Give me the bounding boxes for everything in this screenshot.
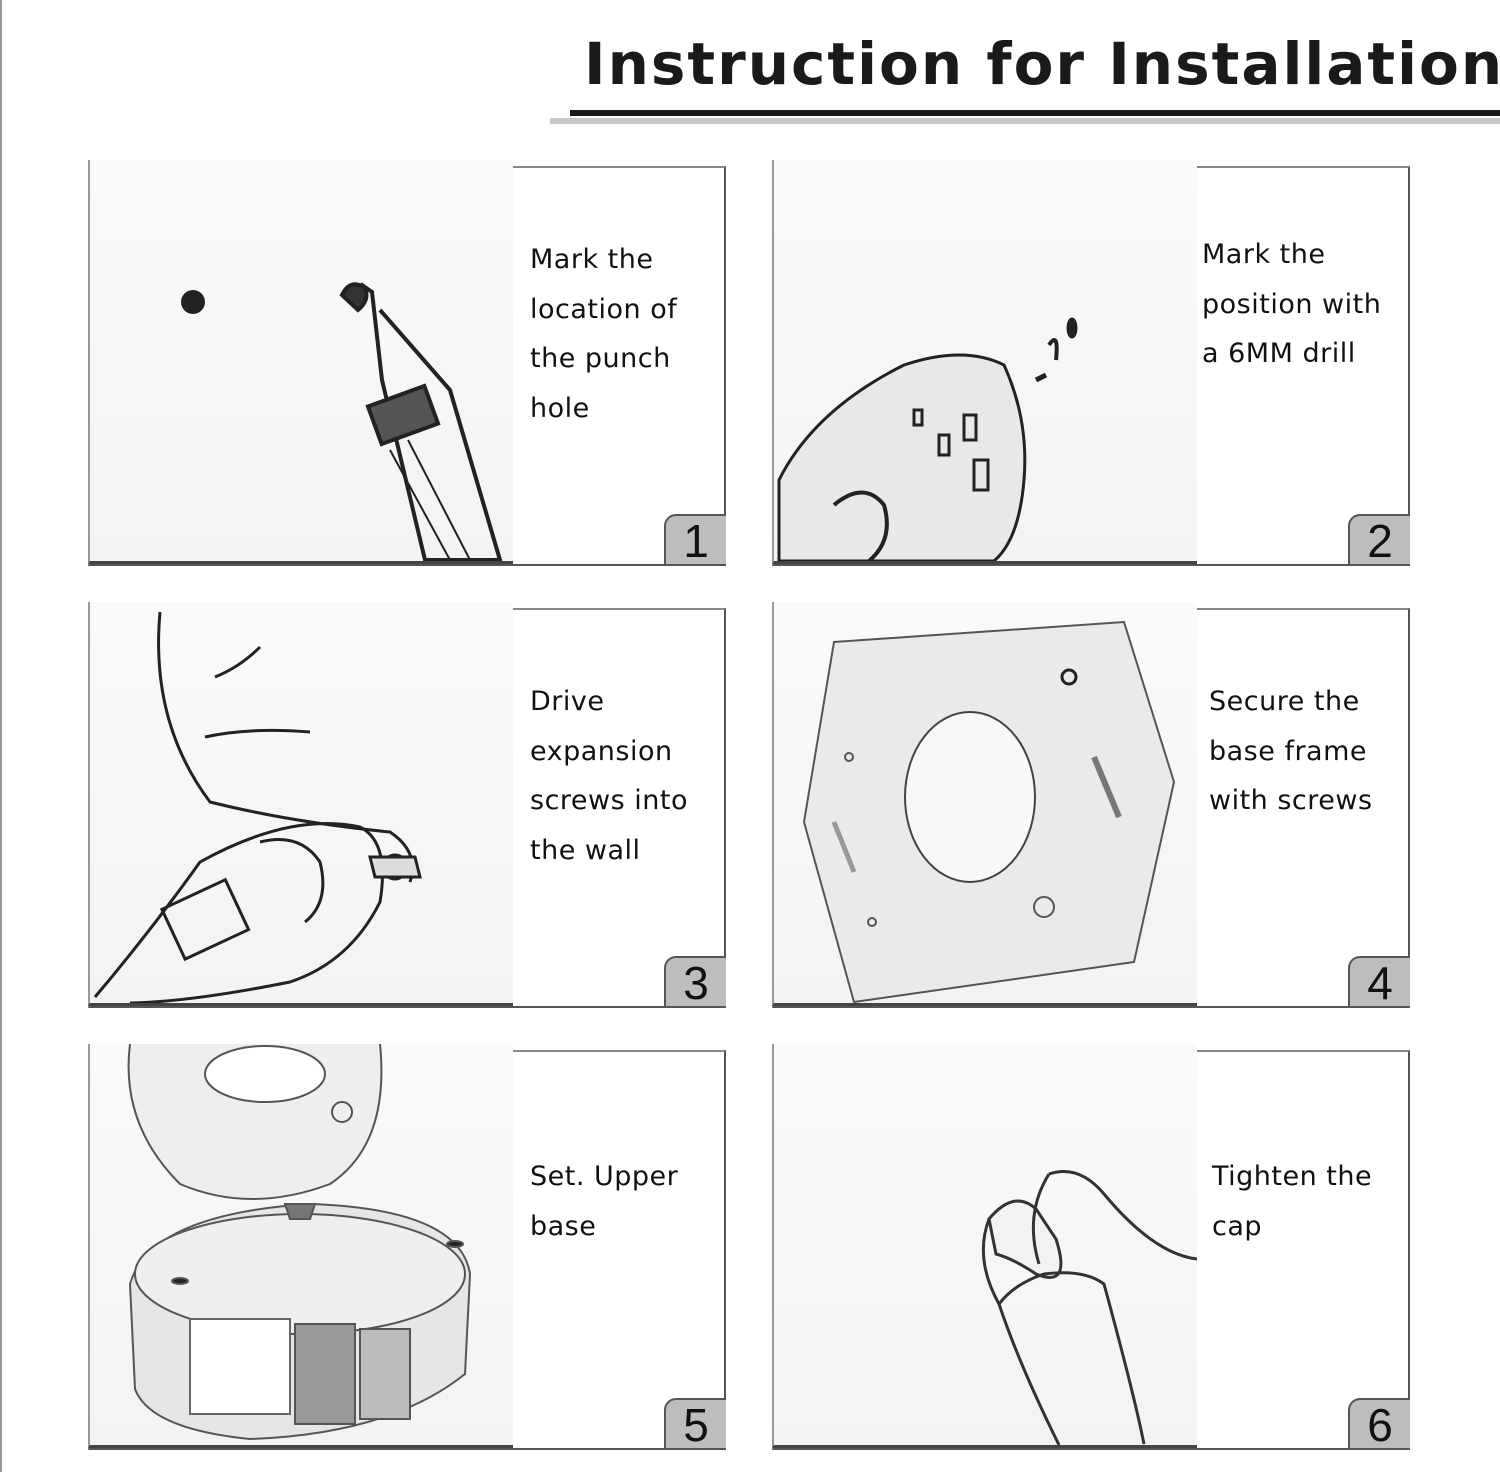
step-text: Drive expansion screws into the wall <box>530 686 688 866</box>
step-number-badge: 5 <box>664 1398 726 1450</box>
step-1-card: Mark the location of the punch hole 1 <box>88 160 726 566</box>
step-5-illustration <box>88 1044 513 1448</box>
upper-base-icon <box>127 1044 472 1441</box>
left-border <box>0 0 2 1472</box>
step-number-badge: 1 <box>664 514 726 566</box>
step-6-card: Tighten the cap 6 <box>772 1044 1410 1450</box>
page-title: Instruction for Installation <box>584 30 1500 98</box>
step-number-badge: 6 <box>1348 1398 1410 1450</box>
hand-cap-icon <box>981 1170 1197 1445</box>
title-underline-shadow <box>550 118 1500 124</box>
step-5-card: Set. Upper base 5 <box>88 1044 726 1450</box>
step-4-illustration <box>772 602 1197 1006</box>
step-text: Mark the position with a 6MM drill <box>1202 239 1382 369</box>
step-4-card: Secure the base frame with screws 4 <box>772 602 1410 1008</box>
step-6-illustration <box>772 1044 1197 1448</box>
step-text: Secure the base frame with screws <box>1209 686 1373 816</box>
step-3-card: Drive expansion screws into the wall 3 <box>88 602 726 1008</box>
step-number-badge: 4 <box>1348 956 1410 1008</box>
step-1-illustration <box>88 160 513 564</box>
step-number-badge: 3 <box>664 956 726 1008</box>
step-2-illustration <box>772 160 1197 564</box>
step-number-badge: 2 <box>1348 514 1410 566</box>
drill-icon <box>777 317 1078 561</box>
step-text: Tighten the cap <box>1212 1161 1373 1242</box>
step-2-card: Mark the position with a 6MM drill 2 <box>772 160 1410 566</box>
marker-pen-icon <box>181 282 503 561</box>
title-underline <box>570 110 1500 116</box>
step-text: Mark the location of the punch hole <box>530 244 678 424</box>
step-text: Set. Upper base <box>530 1161 679 1242</box>
step-3-illustration <box>88 602 513 1006</box>
hand-screw-icon <box>93 611 422 1003</box>
base-frame-icon <box>802 620 1176 1003</box>
